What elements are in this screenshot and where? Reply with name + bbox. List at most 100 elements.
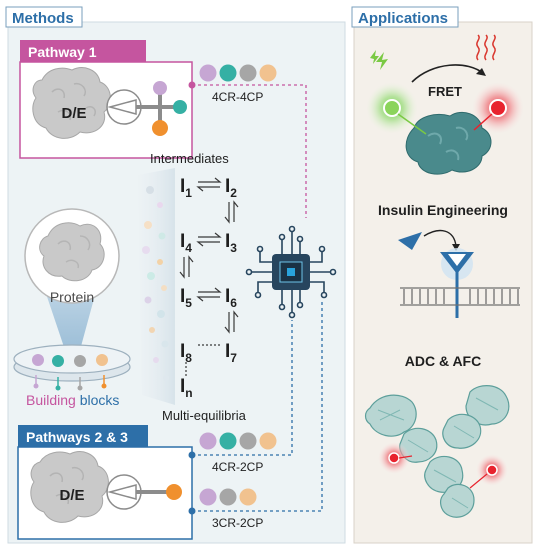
chip-core-light	[287, 268, 295, 276]
protein-vessel: Protein Building blocks	[13, 208, 131, 408]
intermediate-i2: I2	[225, 176, 237, 200]
bb-lilac	[199, 432, 217, 450]
pin-dot	[55, 385, 61, 391]
building-blocks-label: Building blocks	[26, 392, 119, 408]
intermediates-fan: Intermediates	[138, 151, 229, 405]
intermediates-title: Intermediates	[150, 151, 229, 166]
green-fluorophore	[383, 99, 401, 117]
receptor-pocket	[448, 254, 466, 266]
lightning-icon-small	[370, 50, 379, 64]
payload-linker	[398, 455, 413, 459]
bb-grey	[239, 64, 257, 82]
intermediate-i8: I8	[180, 341, 192, 365]
pathways23-title: Pathways 2 & 3	[26, 429, 128, 445]
protein-icon	[39, 222, 105, 282]
protein-texture	[49, 466, 84, 505]
protein-blob-icon	[30, 451, 109, 523]
bb-grey	[219, 488, 237, 506]
fan-shape	[138, 168, 175, 405]
intermediate-i3: I3	[225, 231, 237, 255]
intermediates-lattice: I1 I2 I4 I3 I5 I6 I8 I7 In	[180, 176, 237, 400]
red-tether	[473, 113, 493, 131]
bb-grey	[239, 432, 257, 450]
bb-orange-dot	[166, 484, 182, 500]
ligand-triangle-icon	[398, 232, 422, 250]
intermediate-i4: I4	[180, 231, 192, 255]
pathways23-enzyme-label: D/E	[59, 487, 84, 504]
pathway1-enzyme-label: D/E	[61, 105, 86, 122]
pathways23-products: 4CR-2CP 3CR-2CP	[188, 300, 323, 530]
intermediate-in: In	[180, 376, 193, 400]
scattered-particles	[142, 186, 169, 381]
building-word: Building	[26, 392, 76, 408]
pin-dot	[101, 383, 107, 389]
insulin-engineering-label: Insulin Engineering	[378, 202, 508, 218]
bb-lilac-dot	[153, 81, 167, 95]
membrane-icon	[400, 287, 520, 306]
pathway1-title: Pathway 1	[28, 44, 97, 60]
intermediate-i7: I7	[225, 341, 237, 365]
dish-bb-grey	[74, 355, 86, 367]
product-4cr-2cp: 4CR-2CP	[212, 460, 263, 474]
intermediate-i6: I6	[225, 286, 237, 310]
equilibrium-arrows	[179, 177, 239, 376]
receptor-section	[398, 229, 520, 318]
protein-blob-icon	[32, 67, 111, 139]
antibody-strands	[377, 397, 499, 509]
pathway1-connector-line	[192, 84, 307, 218]
blocks-word: blocks	[76, 392, 120, 408]
green-tether	[397, 113, 427, 135]
binding-arrowhead	[452, 244, 460, 251]
bb-lilac	[199, 488, 217, 506]
dish-bb-lilac	[32, 354, 44, 366]
pathway3-connector-line	[192, 300, 323, 512]
applications-title-box	[351, 6, 459, 28]
equilibrium-arrow-icon	[224, 200, 239, 224]
bb-peach	[259, 432, 277, 450]
equilibrium-arrow-icon	[196, 232, 222, 247]
red-fluorophore	[489, 99, 507, 117]
equilibrium-arrow-icon	[196, 287, 222, 302]
equilibrium-arrow-icon	[179, 255, 194, 279]
intermediate-i5: I5	[180, 286, 192, 310]
bb-peach	[239, 488, 257, 506]
bb-teal	[219, 64, 237, 82]
fret-arrow	[411, 64, 485, 83]
protein-structure-icon	[405, 112, 492, 175]
protein-structure-texture	[427, 126, 469, 161]
fret-label: FRET	[428, 84, 462, 99]
pathway1-product: 4CR-4CP	[188, 64, 307, 218]
dish-bb-peach	[96, 354, 108, 366]
payload-dot	[486, 464, 498, 476]
pathways23-box: Pathways 2 & 3 D/E	[17, 425, 193, 540]
intermediate-i1: I1	[180, 176, 192, 200]
protein-texture	[51, 82, 97, 121]
dish-bb-teal	[52, 355, 64, 367]
applications-title: Applications	[358, 10, 448, 27]
payload-dot	[388, 452, 400, 464]
petri-dish-rim	[13, 344, 131, 374]
payload-linker	[469, 473, 488, 489]
adc-afc-label: ADC & AFC	[405, 353, 481, 369]
binding-arrow	[423, 229, 457, 247]
equilibrium-arrow-icon	[196, 177, 222, 192]
bb-lilac	[199, 64, 217, 82]
methods-title: Methods	[12, 10, 74, 27]
fret-section: FRET	[366, 34, 524, 175]
fret-arrowhead	[476, 68, 486, 76]
bb-teal-dot	[173, 100, 187, 114]
antibody-section	[364, 385, 510, 518]
methods-title-box	[5, 6, 83, 28]
multi-equilibria-label: Multi-equilibria	[162, 408, 247, 423]
pin-dot	[33, 383, 39, 389]
lightning-icon	[376, 52, 388, 70]
pathways23-tab	[18, 425, 148, 447]
product-3cr-2cp: 3CR-2CP	[212, 516, 263, 530]
pathway1-product-label: 4CR-4CP	[212, 90, 263, 104]
heat-waves-icon	[476, 34, 496, 61]
chip-icon	[245, 225, 337, 319]
protein-label: Protein	[50, 289, 94, 305]
protein-icon-texture	[57, 235, 91, 269]
